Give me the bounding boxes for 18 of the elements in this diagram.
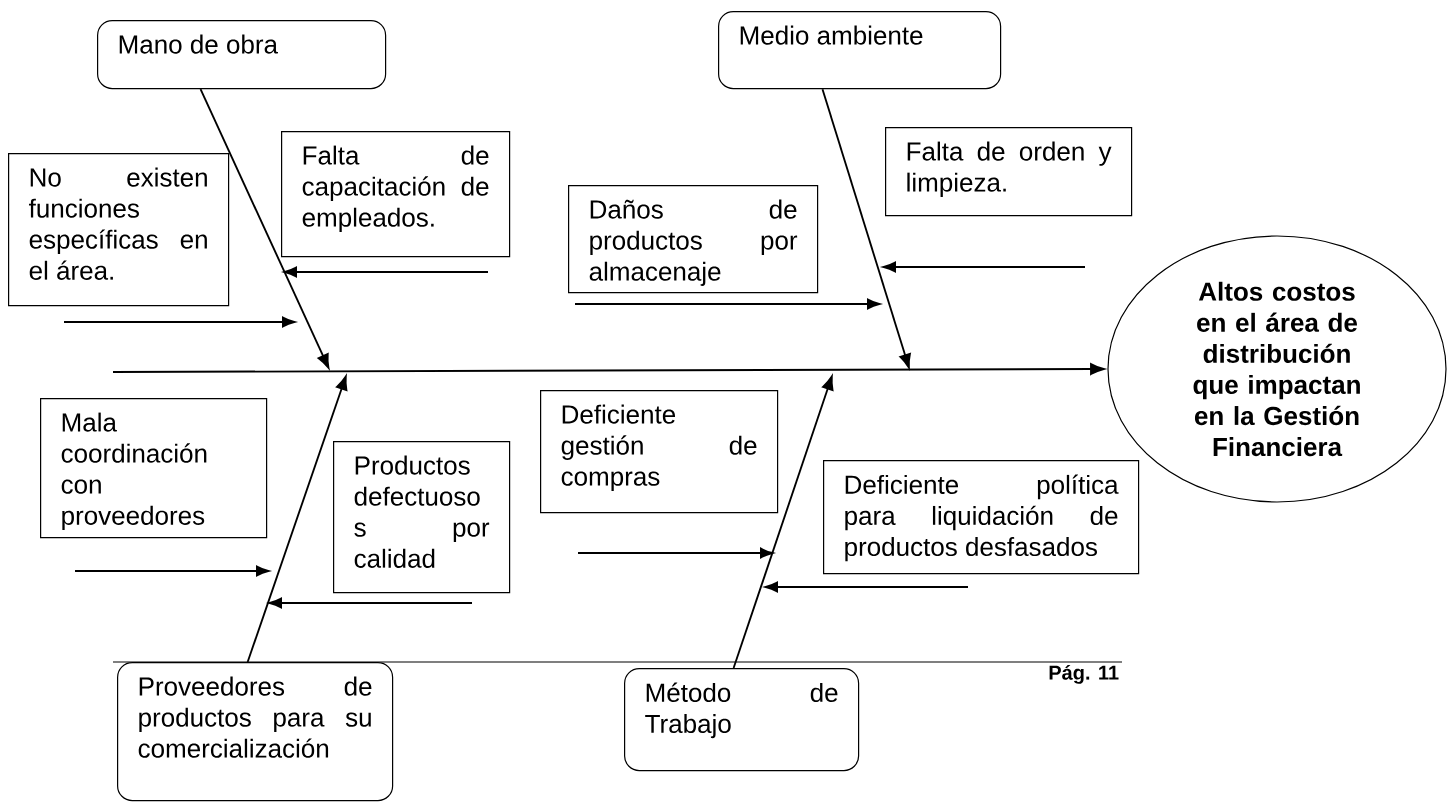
category-box: Medio ambiente bbox=[718, 11, 1002, 90]
bone-arrow bbox=[821, 88, 911, 369]
page-number: Pág. 11 bbox=[1049, 664, 1119, 684]
cause-box: Deficiente gestión de compras bbox=[540, 390, 779, 514]
cause-box: No existen funciones específicas en el área. bbox=[8, 153, 230, 307]
cause-box: Productos defectuoso s por calidad bbox=[333, 441, 511, 594]
category-box: Método de Trabajo bbox=[624, 668, 860, 772]
cause-box: Falta de orden y limpieza. bbox=[885, 127, 1133, 217]
cause-box: Falta de capacitación de empleados. bbox=[281, 131, 511, 258]
category-box: Proveedores de productos para su comercialización bbox=[117, 662, 394, 802]
spine-arrow bbox=[112, 363, 1105, 375]
cause-box: Deficiente política para liquidación de productos desfasados bbox=[823, 460, 1140, 575]
cause-box: Daños de productos por almacenaje bbox=[568, 185, 819, 294]
bone-arrow bbox=[246, 375, 348, 663]
bone-arrow bbox=[199, 88, 330, 369]
category-box: Mano de obra bbox=[97, 20, 387, 90]
bone-arrow bbox=[732, 375, 834, 669]
cause-box: Mala coordinación con proveedores bbox=[40, 398, 268, 539]
